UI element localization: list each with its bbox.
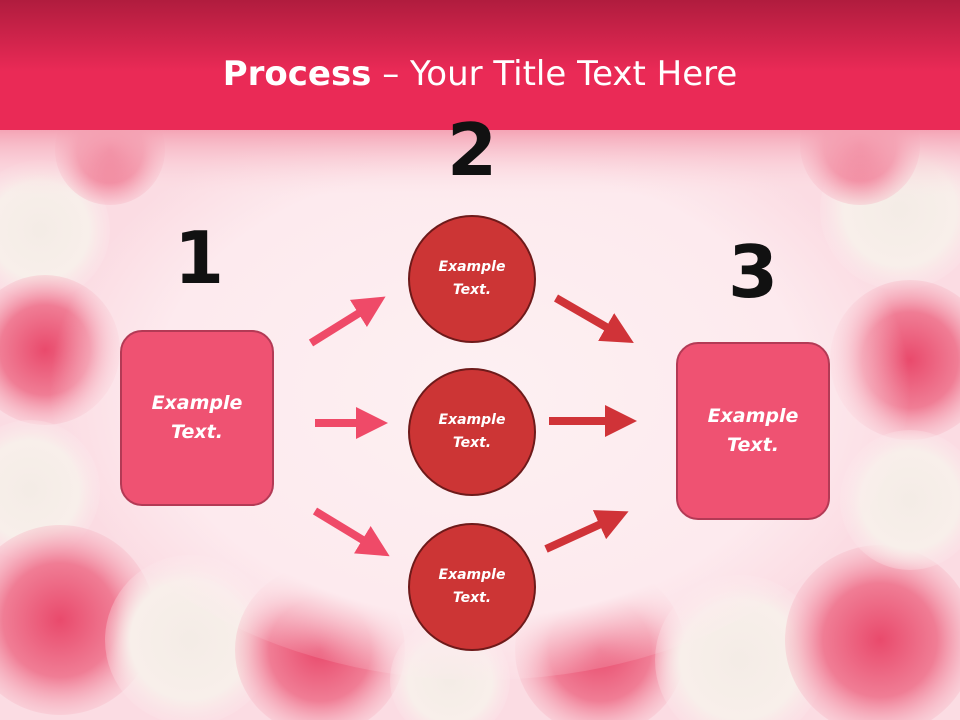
slide-title: Process – Your Title Text Here [0, 52, 960, 96]
node-middle-label: Example Text. [438, 412, 506, 451]
step-3-box: Example Text. [676, 342, 830, 520]
arrow-bottom-to-step3 [544, 510, 629, 553]
node-top: Example Text. [408, 215, 536, 343]
node-bottom: Example Text. [408, 523, 536, 651]
arrow-top-to-step3 [553, 294, 634, 344]
arrow-step1-to-bottom [312, 507, 390, 557]
step-number-1: 1 [173, 216, 225, 300]
node-middle: Example Text. [408, 368, 536, 496]
step-number-3: 3 [727, 230, 779, 314]
step-1-label: Example Text. [151, 392, 243, 443]
step-number-2: 2 [446, 108, 498, 192]
arrow-step1-to-top [308, 296, 386, 347]
step-1-box: Example Text. [120, 330, 274, 506]
title-rest: – Your Title Text Here [371, 54, 738, 94]
node-top-label: Example Text. [438, 259, 506, 298]
step-3-label: Example Text. [707, 405, 799, 456]
title-bold: Process [222, 54, 372, 94]
node-bottom-label: Example Text. [438, 567, 506, 606]
